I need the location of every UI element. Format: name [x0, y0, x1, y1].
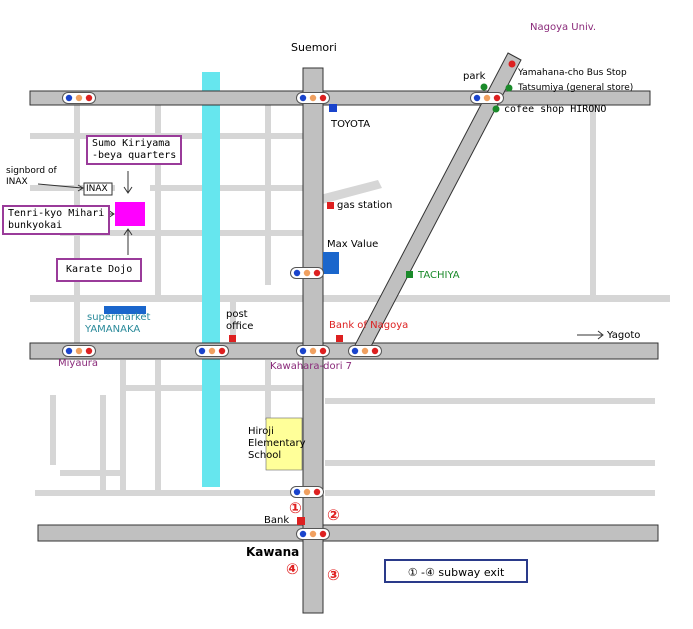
- signal-river-bridge: [195, 345, 229, 357]
- river: [202, 72, 220, 487]
- road-kawana: [37, 524, 659, 542]
- label-post-office-line2: office: [226, 321, 254, 332]
- label-school-line3: School: [248, 450, 282, 461]
- label-toyota: TOYOTA: [331, 119, 371, 130]
- road-suemori: [302, 67, 324, 614]
- signal-max-value: [290, 267, 324, 279]
- signal-diagonal-junction: [348, 345, 382, 357]
- signal-kawahara-dori-7: [296, 345, 330, 357]
- signal-miyaura: [62, 345, 96, 357]
- label-school-line2: Elementary: [248, 438, 306, 449]
- label-kawahara-dori-7: Kawahara-dori 7: [270, 361, 353, 372]
- bank-of-nagoya-marker: [336, 335, 343, 342]
- label-park: park: [463, 71, 486, 82]
- label-post-office-line1: post: [226, 309, 248, 320]
- tachiya-marker: [406, 271, 413, 278]
- label-school-line1: Hiroji: [248, 426, 274, 437]
- signal-north-east: [470, 92, 504, 104]
- label-hirono: cofee shop HIRONO: [504, 104, 607, 115]
- street-label-yagoto: Yagoto: [607, 330, 641, 341]
- label-gas-station: gas station: [337, 200, 393, 211]
- label-kawana: Kawana: [246, 545, 300, 559]
- bank-marker: [297, 517, 305, 525]
- label-bank-of-nagoya: Bank of Nagoya: [329, 320, 409, 331]
- signal-south: [290, 486, 324, 498]
- label-bus-stop: Yamahana-cho Bus Stop: [518, 68, 627, 78]
- signal-north-west: [62, 92, 96, 104]
- gas-station-marker: [327, 202, 334, 209]
- label-miyaura: Miyaura: [58, 358, 99, 369]
- label-supermarket-line2: YAMANAKA: [85, 324, 141, 335]
- road-kawahara: [29, 342, 659, 360]
- label-signboard-line2: INAX: [6, 177, 28, 187]
- subway-exit-4: ④: [286, 560, 299, 578]
- destination-marker: [115, 202, 145, 226]
- label-tatsumiya: Tatsumiya (general store): [518, 83, 634, 93]
- label-max-value: Max Value: [327, 239, 379, 250]
- subway-exit-2: ②: [327, 506, 340, 524]
- label-signboard-line1: signbord of: [6, 166, 57, 176]
- label-tachiya: TACHIYA: [418, 270, 460, 281]
- inax-sign: INAX: [86, 184, 108, 194]
- street-label-suemori: Suemori: [291, 41, 337, 54]
- callout-sumo-kiriyama: Sumo Kiriyama -beya quarters: [86, 135, 183, 165]
- callout-karate-dojo: Karate Dojo: [56, 258, 143, 282]
- signal-suemori-north: [296, 92, 330, 104]
- signal-kawana: [296, 528, 330, 540]
- toyota-marker: [329, 104, 337, 112]
- label-nagoya-univ: Nagoya Univ.: [530, 22, 597, 33]
- subway-exit-1: ①: [289, 499, 302, 517]
- school-block: [265, 417, 303, 471]
- subway-exit-3: ③: [327, 566, 340, 584]
- callout-tenri-kyo: Tenri-kyo Mihari bunkyokai: [2, 205, 111, 235]
- label-supermarket-line1: supermarket: [87, 312, 151, 323]
- post-office-marker: [229, 335, 236, 342]
- label-bank: Bank: [264, 515, 290, 526]
- legend-subway-exit: ① -④ subway exit: [384, 559, 528, 583]
